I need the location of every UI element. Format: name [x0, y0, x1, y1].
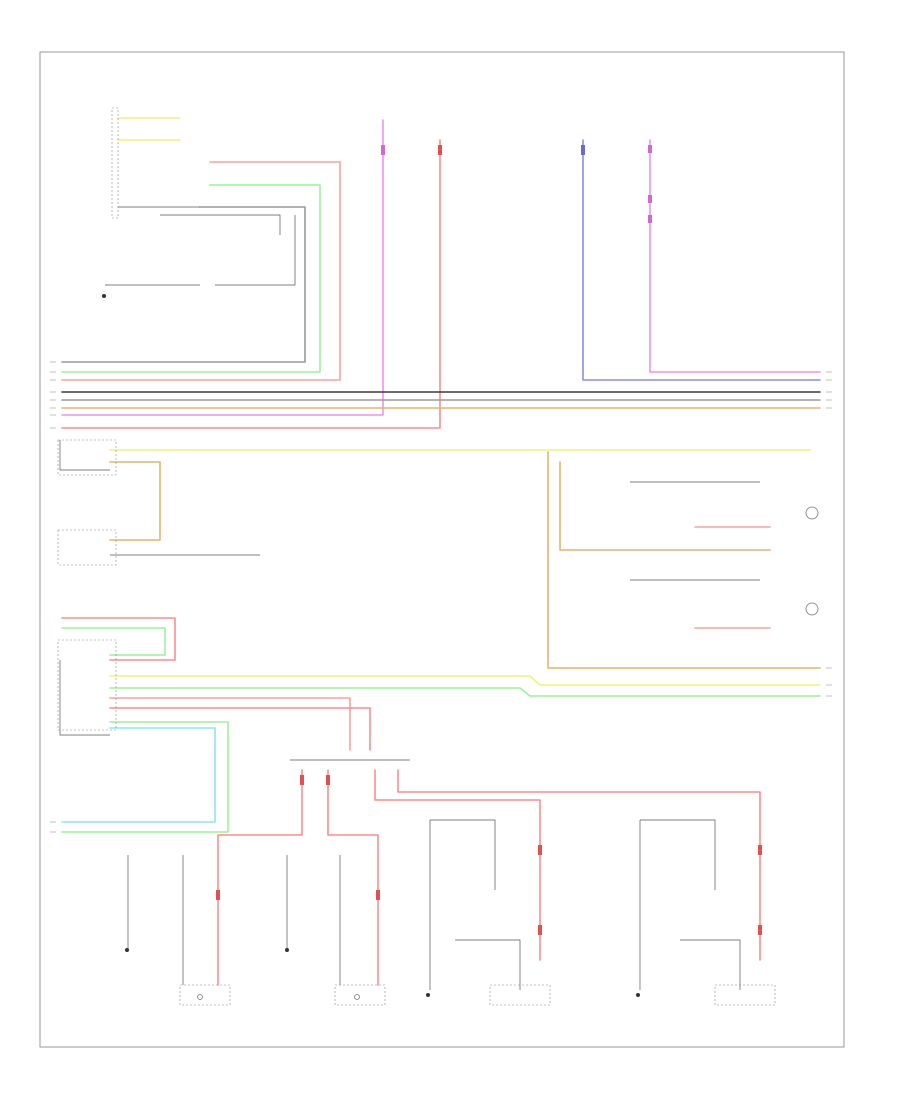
- wire-pink: [61, 161, 341, 381]
- harness-line: [680, 939, 741, 990]
- pin-mark: [376, 890, 380, 900]
- ground-icon: [125, 948, 129, 952]
- harness-line: [59, 440, 110, 471]
- wire-red: [397, 769, 761, 961]
- wire-layer: [61, 117, 821, 986]
- pin-mark: [300, 775, 304, 785]
- wire-red: [61, 139, 441, 429]
- wire-green: [61, 184, 321, 373]
- diagram-border: [39, 51, 845, 1048]
- connector-box: [111, 107, 119, 219]
- wire-violet: [649, 139, 821, 373]
- terminal-markers: [50, 361, 832, 833]
- pin-mark: [326, 775, 330, 785]
- wire-gray: [61, 206, 306, 363]
- wire-green: [109, 687, 821, 697]
- pin-mark: [216, 890, 220, 900]
- connector-box: [334, 984, 386, 1006]
- pin-mark: [648, 195, 652, 203]
- pin-mark: [758, 845, 762, 855]
- pin-mark: [648, 215, 652, 223]
- pin-mark: [538, 925, 542, 935]
- wire-pink: [109, 697, 351, 751]
- wire-orange: [559, 461, 771, 551]
- pin-mark: [438, 145, 442, 155]
- component-symbols: [57, 107, 819, 1006]
- pin-mark: [758, 925, 762, 935]
- connector-box: [714, 984, 776, 1006]
- wire-orange: [547, 451, 821, 669]
- connector-box: [489, 984, 551, 1006]
- harness-line: [160, 214, 281, 235]
- harness-line: [215, 215, 296, 286]
- harness-line: [455, 939, 521, 990]
- connector-box: [57, 639, 117, 731]
- pin-mark: [381, 145, 385, 155]
- wire-cyan: [61, 727, 216, 823]
- sensor-icon: [197, 994, 203, 1000]
- ground-icon: [636, 993, 640, 997]
- sensor-icon: [805, 602, 819, 616]
- wire-orange: [109, 461, 161, 541]
- wire-red: [109, 707, 371, 751]
- pin-mark: [581, 145, 585, 155]
- wire-red: [327, 769, 379, 986]
- connector-box: [57, 529, 117, 566]
- pin-mark: [538, 845, 542, 855]
- wire-green: [61, 721, 229, 833]
- ground-icon: [285, 948, 289, 952]
- pin-marks: [216, 145, 762, 935]
- wire-green: [61, 627, 166, 656]
- wire-red: [61, 617, 176, 661]
- sensor-icon: [354, 994, 360, 1000]
- wire-red: [217, 769, 303, 986]
- wire-blue: [582, 139, 821, 381]
- wire-red: [374, 769, 541, 961]
- wire-yellow: [109, 675, 821, 686]
- pin-mark: [648, 145, 652, 153]
- harness-line: [640, 819, 716, 890]
- harness-line: [59, 660, 110, 736]
- ground-icon: [426, 993, 430, 997]
- ground-icon: [102, 294, 106, 298]
- harness-lines: [59, 206, 760, 990]
- sensor-icon: [805, 506, 819, 520]
- harness-line: [430, 819, 496, 890]
- wire-violet: [61, 119, 384, 416]
- connector-box: [179, 984, 231, 1006]
- connector-box: [57, 439, 117, 476]
